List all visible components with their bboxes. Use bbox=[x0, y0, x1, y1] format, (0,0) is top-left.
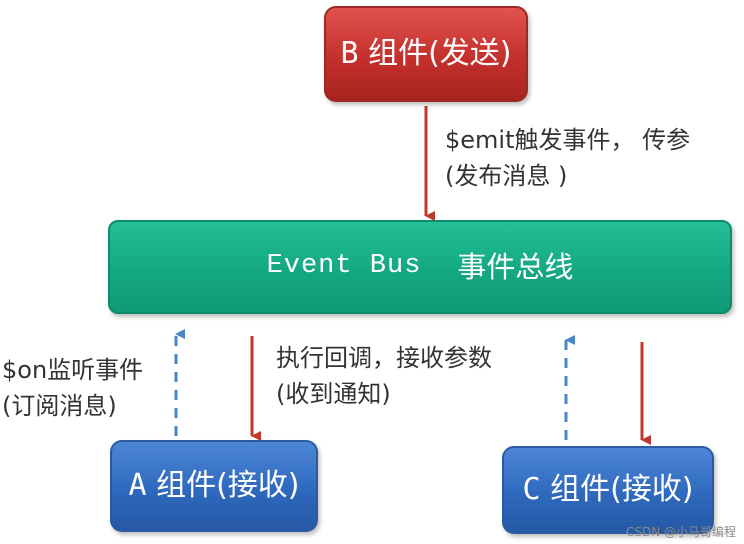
subscribe-label-line2: (订阅消息) bbox=[2, 392, 117, 420]
component-c-prefix: C bbox=[522, 472, 541, 508]
callback-label: 执行回调，接收参数 (收到通知) bbox=[276, 340, 492, 412]
subscribe-label-line1: $on监听事件 bbox=[2, 356, 144, 384]
component-c-node: C 组件(接收) bbox=[502, 446, 714, 534]
component-a-label: 组件(接收) bbox=[146, 468, 300, 504]
component-b-label: 组件(发送) bbox=[358, 36, 512, 72]
emit-label-line2: (发布消息 ) bbox=[445, 162, 568, 190]
component-b-node: B 组件(发送) bbox=[324, 6, 528, 102]
event-bus-title-zh: 事件总线 bbox=[457, 249, 574, 284]
component-c-label: 组件(接收) bbox=[540, 472, 694, 508]
component-b-prefix: B bbox=[340, 36, 359, 72]
watermark: CSDN @小马哥编程 bbox=[625, 525, 736, 539]
emit-label: $emit触发事件， 传参 (发布消息 ) bbox=[445, 122, 690, 194]
component-a-prefix: A bbox=[128, 468, 147, 504]
callback-label-line2: (收到通知) bbox=[276, 380, 391, 408]
emit-label-line1: $emit触发事件， 传参 bbox=[445, 126, 691, 154]
component-a-node: A 组件(接收) bbox=[110, 440, 318, 532]
callback-label-line1: 执行回调，接收参数 bbox=[276, 344, 492, 372]
subscribe-label: $on监听事件 (订阅消息) bbox=[2, 352, 143, 424]
event-bus-title-en: Event Bus bbox=[266, 251, 422, 282]
event-bus-node: Event Bus 事件总线 bbox=[108, 220, 732, 314]
